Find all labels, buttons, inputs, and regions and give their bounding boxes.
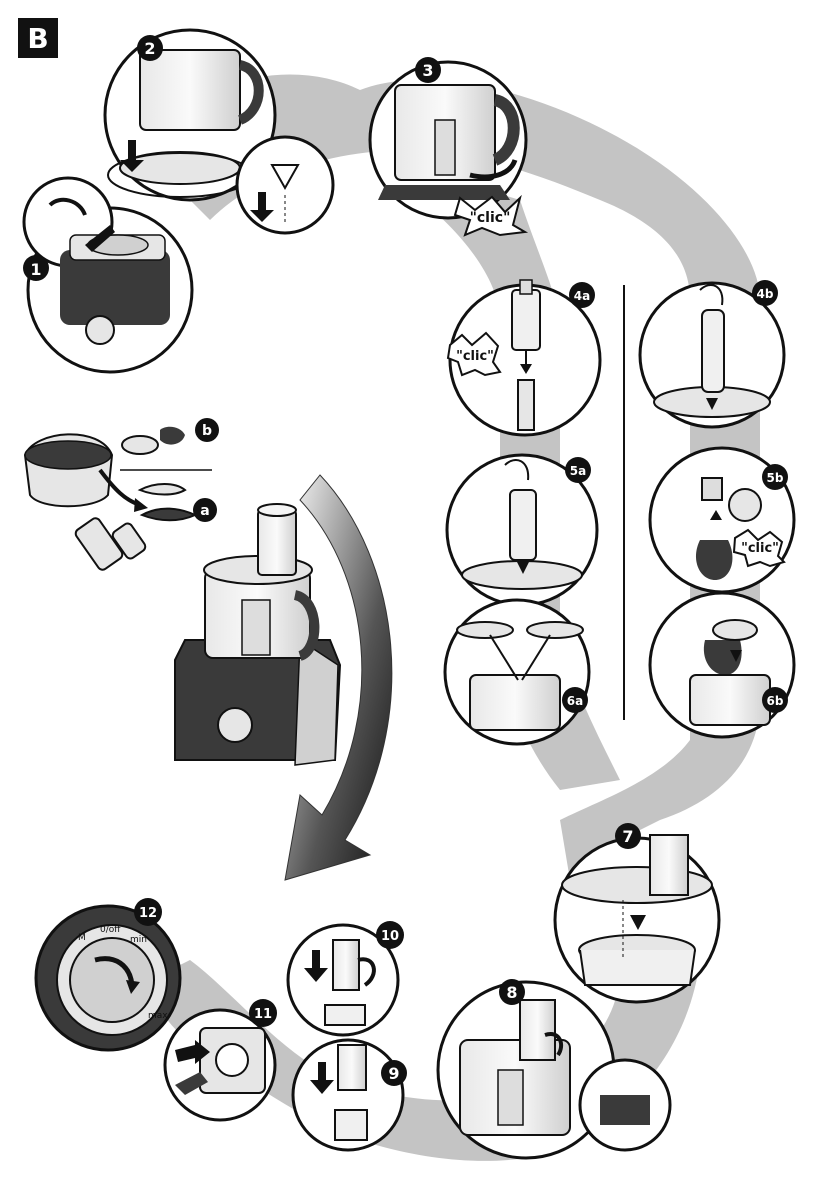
- section-badge: B: [18, 18, 58, 58]
- hand: [504, 459, 530, 481]
- clic-burst: [453, 194, 529, 237]
- step-number: 2: [144, 39, 155, 58]
- step-number: 1: [30, 260, 41, 279]
- triangle-marker-icon: [270, 164, 300, 191]
- step-5b: "clic" 5b: [648, 446, 796, 594]
- down-arrow-icon: [120, 140, 144, 172]
- down-arrow-icon: [706, 398, 718, 410]
- step-1: 1: [22, 176, 194, 374]
- rotate-arrow-icon: [544, 1032, 564, 1057]
- blade-holder: [511, 289, 541, 351]
- blade: [456, 621, 514, 639]
- step-number: 12: [139, 906, 157, 921]
- blade: [137, 483, 187, 496]
- dial-label-off: 0/off: [100, 925, 121, 935]
- feed-tube: [649, 834, 689, 896]
- dial-label-min: min: [130, 935, 147, 945]
- speed-dial-icon: [85, 315, 115, 345]
- blade-holder: [509, 489, 537, 561]
- whisk-accessory: [121, 426, 185, 455]
- step-number: 4a: [574, 289, 590, 303]
- bowl: [139, 49, 241, 131]
- whisk-icon: [160, 426, 185, 445]
- zoom-inset: [235, 135, 335, 235]
- step-number: 6b: [767, 694, 784, 708]
- clic-burst: [732, 528, 786, 568]
- accessory-label: a: [200, 503, 209, 519]
- down-arrow-icon: [520, 364, 532, 374]
- section-label: B: [27, 22, 48, 55]
- feed-tube: [257, 509, 297, 576]
- step-6b: 6b: [648, 591, 796, 739]
- step-number: 5b: [767, 471, 784, 485]
- accessory-label: b: [202, 423, 212, 439]
- step-number: 10: [381, 929, 399, 944]
- feed-tube: [519, 999, 556, 1061]
- dial-label-max: max: [148, 1011, 168, 1021]
- rotate-arrow-icon: [94, 956, 135, 986]
- step-6a: 6a: [443, 598, 591, 746]
- down-arrow-icon: [630, 915, 646, 930]
- bowl: [689, 674, 771, 726]
- arrow-icon: [134, 498, 148, 512]
- step-5a: 5a: [445, 453, 599, 607]
- step-number: 9: [388, 1064, 399, 1083]
- step-12: M 0/off min max 12: [34, 898, 182, 1052]
- dial-label-m: M: [78, 933, 86, 943]
- bowl: [579, 949, 696, 986]
- whisk-icon: [703, 640, 742, 675]
- plug-icon: [175, 1072, 208, 1095]
- clic-text: "clic": [741, 541, 779, 556]
- step-number: 7: [622, 827, 633, 846]
- clic-burst: [446, 331, 502, 377]
- down-arrow-icon: [250, 192, 274, 222]
- rotate-arrow-icon: [357, 957, 376, 987]
- step-4b: 4b: [638, 280, 786, 429]
- step-number: 11: [254, 1007, 272, 1022]
- step-number: 4b: [757, 287, 774, 301]
- down-arrow-icon: [517, 562, 529, 574]
- clic-text: "clic": [456, 349, 494, 364]
- clic-text: "clic": [470, 210, 511, 226]
- step-8: 8: [436, 979, 672, 1160]
- blade-holder: [701, 309, 725, 393]
- appliance-base: [60, 250, 170, 325]
- down-arrow-icon: [730, 650, 742, 662]
- step-3: "clic" 3: [368, 57, 529, 237]
- step-7: 7: [553, 823, 721, 1004]
- right-arrow-icon: [175, 1040, 210, 1064]
- step-2: 2: [103, 28, 335, 235]
- rotate-arrow-icon: [48, 197, 87, 216]
- blade-holder-accessories: [74, 517, 147, 571]
- down-arrow-icon: [310, 1062, 334, 1094]
- step-number: 3: [422, 61, 433, 80]
- step-number: 8: [506, 983, 517, 1002]
- step-4a: "clic" 4a: [446, 279, 602, 437]
- step-number: 6a: [567, 694, 583, 708]
- step-11: 11: [163, 999, 277, 1122]
- speed-dial-icon: [217, 707, 253, 743]
- accessories-group: b a: [23, 418, 219, 571]
- bowl: [469, 674, 561, 731]
- hand: [699, 284, 724, 306]
- step-number: 5a: [570, 464, 586, 478]
- blade: [139, 507, 198, 522]
- whisk-icon: [695, 540, 733, 580]
- up-arrow-icon: [710, 510, 722, 520]
- down-arrow-icon: [304, 950, 328, 982]
- step-9: 9: [291, 1038, 407, 1152]
- step-10: 10: [286, 921, 404, 1037]
- big-curved-arrow-icon: [284, 474, 393, 881]
- food-processor: [174, 503, 342, 766]
- rotate-arrow-icon: [469, 158, 518, 180]
- blade-accessories: [137, 483, 198, 522]
- blade: [526, 621, 584, 639]
- lid: [561, 866, 713, 904]
